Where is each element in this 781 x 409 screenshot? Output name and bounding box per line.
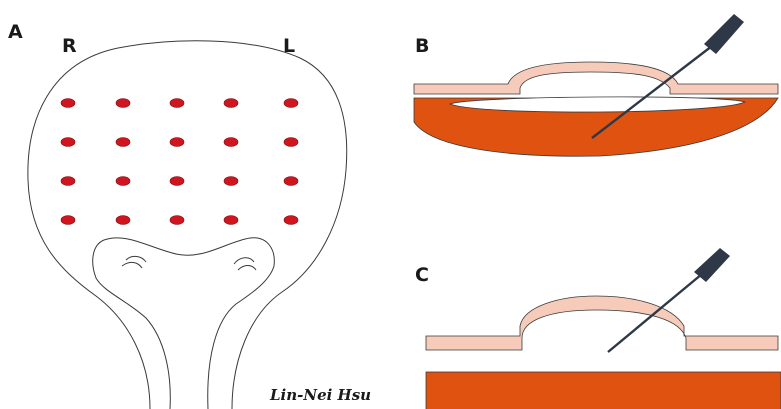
left-ureteral-orifice <box>234 258 256 270</box>
needle-hub-b <box>704 14 744 54</box>
panel-b: B <box>414 14 778 156</box>
injection-site-dot <box>116 177 130 186</box>
panel-a: A R L Lin-Nei Hsu <box>8 21 371 409</box>
injection-site-dot <box>61 216 75 225</box>
injection-site-dot <box>170 216 184 225</box>
injection-site-dot <box>224 138 238 147</box>
injection-site-dot <box>284 177 298 186</box>
injection-site-dot <box>170 99 184 108</box>
panel-b-label: B <box>415 35 429 57</box>
right-ureteral-orifice <box>122 256 146 268</box>
trigone-outline <box>93 238 275 409</box>
injection-site-dot <box>116 99 130 108</box>
bladder-outline <box>28 41 347 409</box>
mucosa-layer-b <box>414 62 778 94</box>
injection-site-dot <box>284 138 298 147</box>
injection-site-dot <box>61 138 75 147</box>
detrusor-muscle-c <box>426 372 781 409</box>
injection-site-dot <box>170 177 184 186</box>
panel-c-label: C <box>415 264 429 286</box>
mucosa-layer-c <box>426 296 778 350</box>
author-signature: Lin-Nei Hsu <box>269 386 371 404</box>
injection-site-dot <box>224 216 238 225</box>
injection-site-dot <box>284 99 298 108</box>
injection-site-dot <box>224 177 238 186</box>
injection-site-dot <box>61 177 75 186</box>
injection-sites <box>61 99 298 225</box>
injection-site-dot <box>61 99 75 108</box>
injection-site-dot <box>116 138 130 147</box>
injection-site-dot <box>284 216 298 225</box>
injection-site-dot <box>224 99 238 108</box>
right-side-label: R <box>62 35 77 57</box>
injection-site-dot <box>116 216 130 225</box>
injection-site-dot <box>170 138 184 147</box>
panel-a-label: A <box>8 21 23 43</box>
panel-c: C <box>415 248 781 409</box>
